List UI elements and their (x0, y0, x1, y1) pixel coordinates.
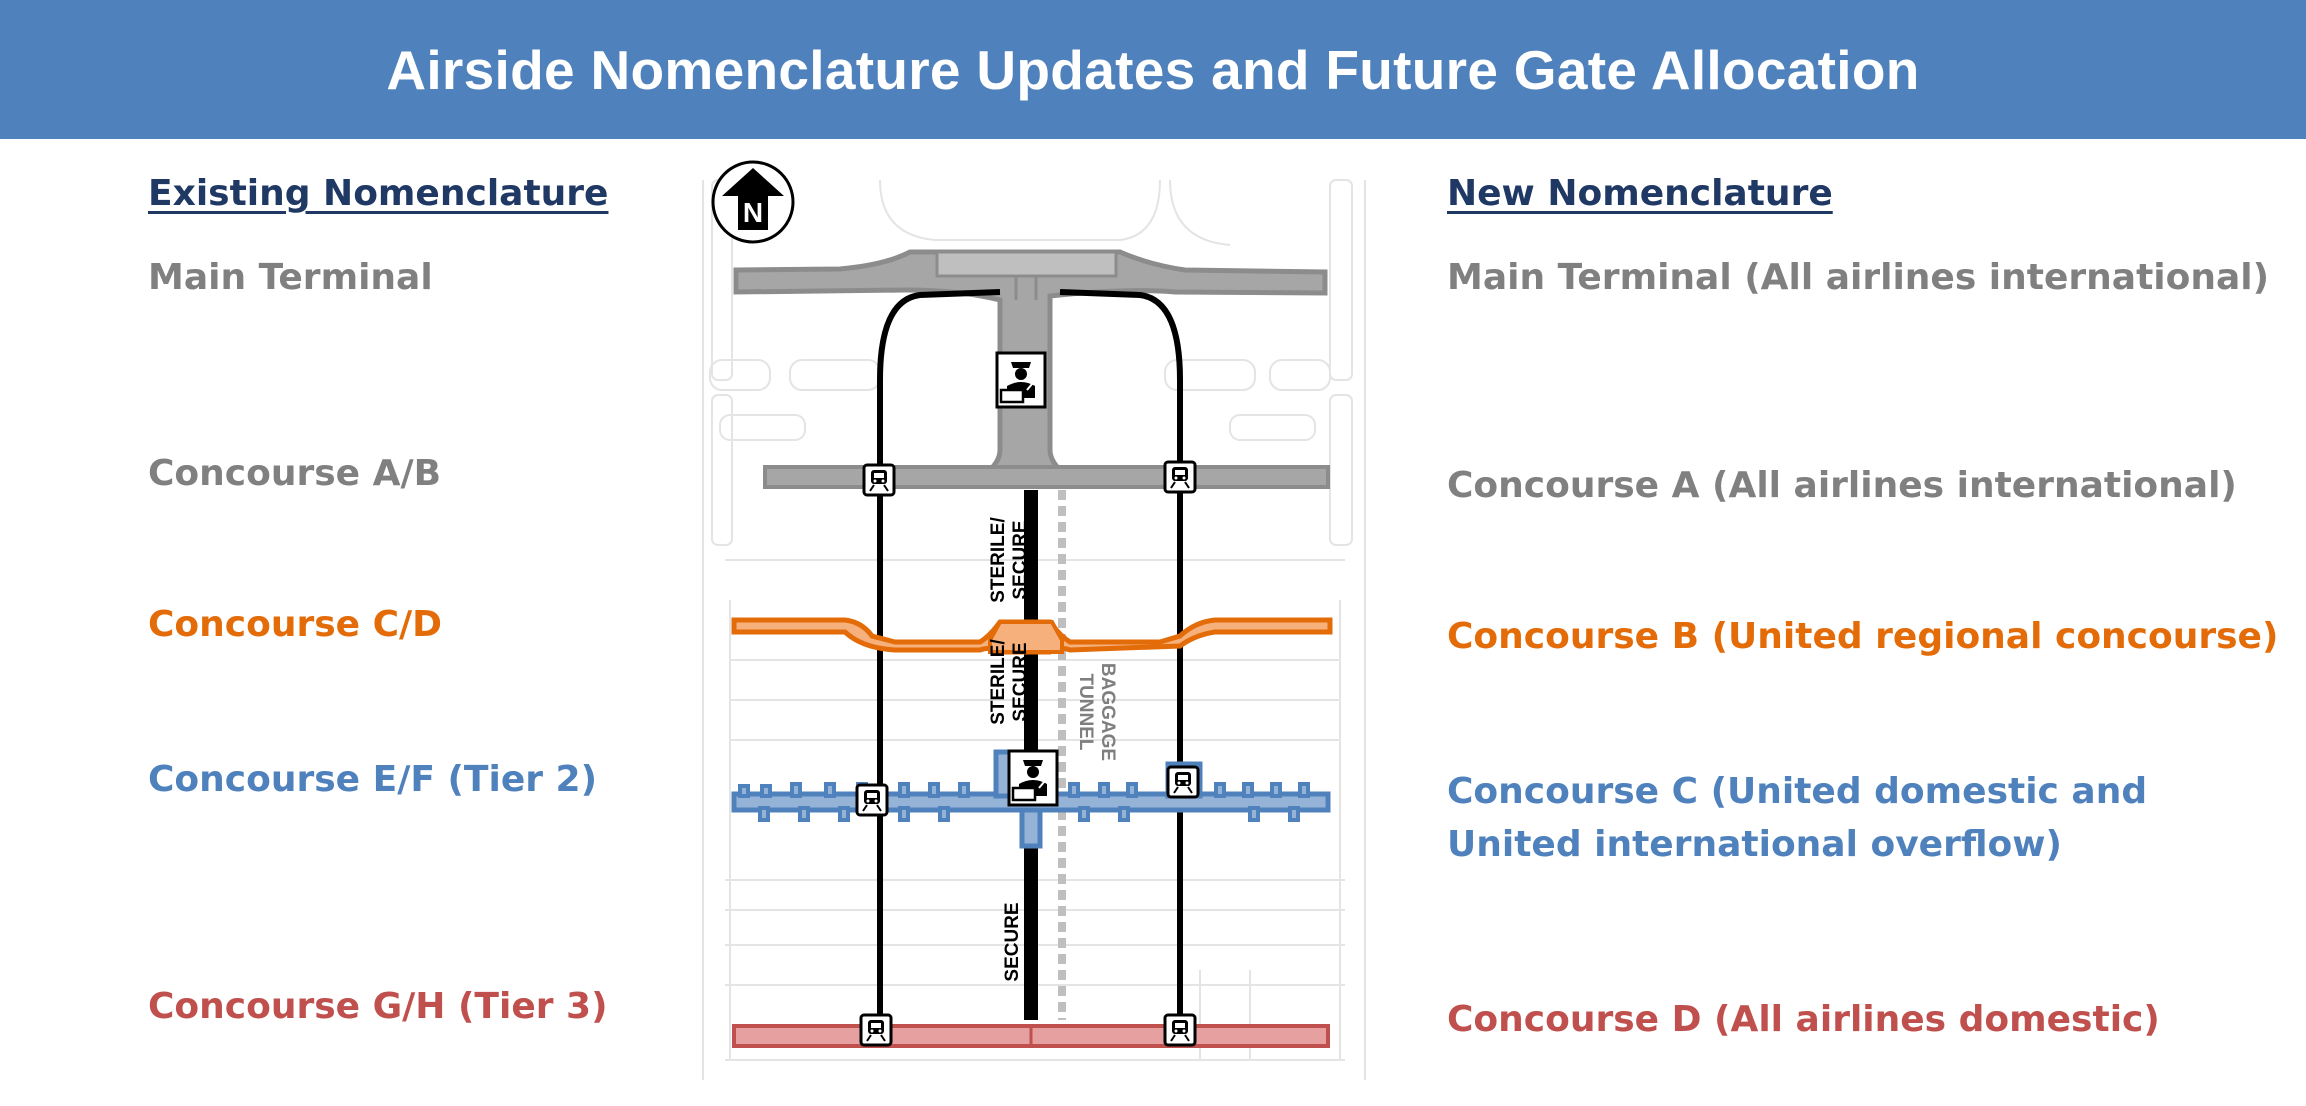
north-arrow-icon: N (711, 160, 795, 244)
existing-main-terminal: Main Terminal (148, 257, 433, 298)
existing-concourse-gh: Concourse G/H (Tier 3) (148, 986, 608, 1027)
new-concourse-c-line2: United international overflow) (1447, 824, 2062, 865)
train-station-icon-a-east (1163, 460, 1197, 494)
main-terminal-building (733, 249, 1328, 481)
train-station-icon-d-east (1163, 1013, 1197, 1047)
page-title: Airside Nomenclature Updates and Future … (386, 38, 1920, 101)
security-checkpoint-icon-c (1007, 749, 1059, 807)
north-label: N (743, 197, 763, 228)
existing-concourse-cd: Concourse C/D (148, 604, 443, 645)
new-concourse-a: Concourse A (All airlines international) (1447, 465, 2237, 506)
concourse-b-building (731, 617, 1333, 655)
existing-concourse-ab: Concourse A/B (148, 453, 442, 494)
new-nomenclature-header: New Nomenclature (1447, 173, 1833, 214)
concourse-d-building (732, 1024, 1330, 1048)
new-concourse-c-line1: Concourse C (United domestic and (1447, 771, 2148, 812)
existing-concourse-ef: Concourse E/F (Tier 2) (148, 759, 598, 800)
sterile-secure-label-lower: STERILE/SECURE (988, 639, 1031, 725)
train-station-icon-a-west (862, 463, 896, 497)
train-station-icon-d-west (859, 1013, 893, 1047)
title-banner: Airside Nomenclature Updates and Future … (0, 0, 2306, 139)
baggage-tunnel-label: BAGGAGETUNNEL (1075, 663, 1118, 761)
new-concourse-d: Concourse D (All airlines domestic) (1447, 999, 2160, 1040)
train-station-icon-c-west (855, 783, 889, 817)
new-main-terminal: Main Terminal (All airlines internationa… (1447, 257, 2270, 298)
sterile-secure-label-upper: STERILE/SECURE (988, 517, 1031, 603)
concourse-a-building (763, 465, 1330, 489)
secure-label: SECURE (1002, 902, 1023, 981)
train-station-icon-c-east (1166, 765, 1200, 799)
existing-nomenclature-header: Existing Nomenclature (148, 173, 609, 214)
new-concourse-b: Concourse B (United regional concourse) (1447, 616, 2279, 657)
airport-map: STERILE/SECURE STERILE/SECURE SECURE BAG… (702, 160, 1366, 1080)
